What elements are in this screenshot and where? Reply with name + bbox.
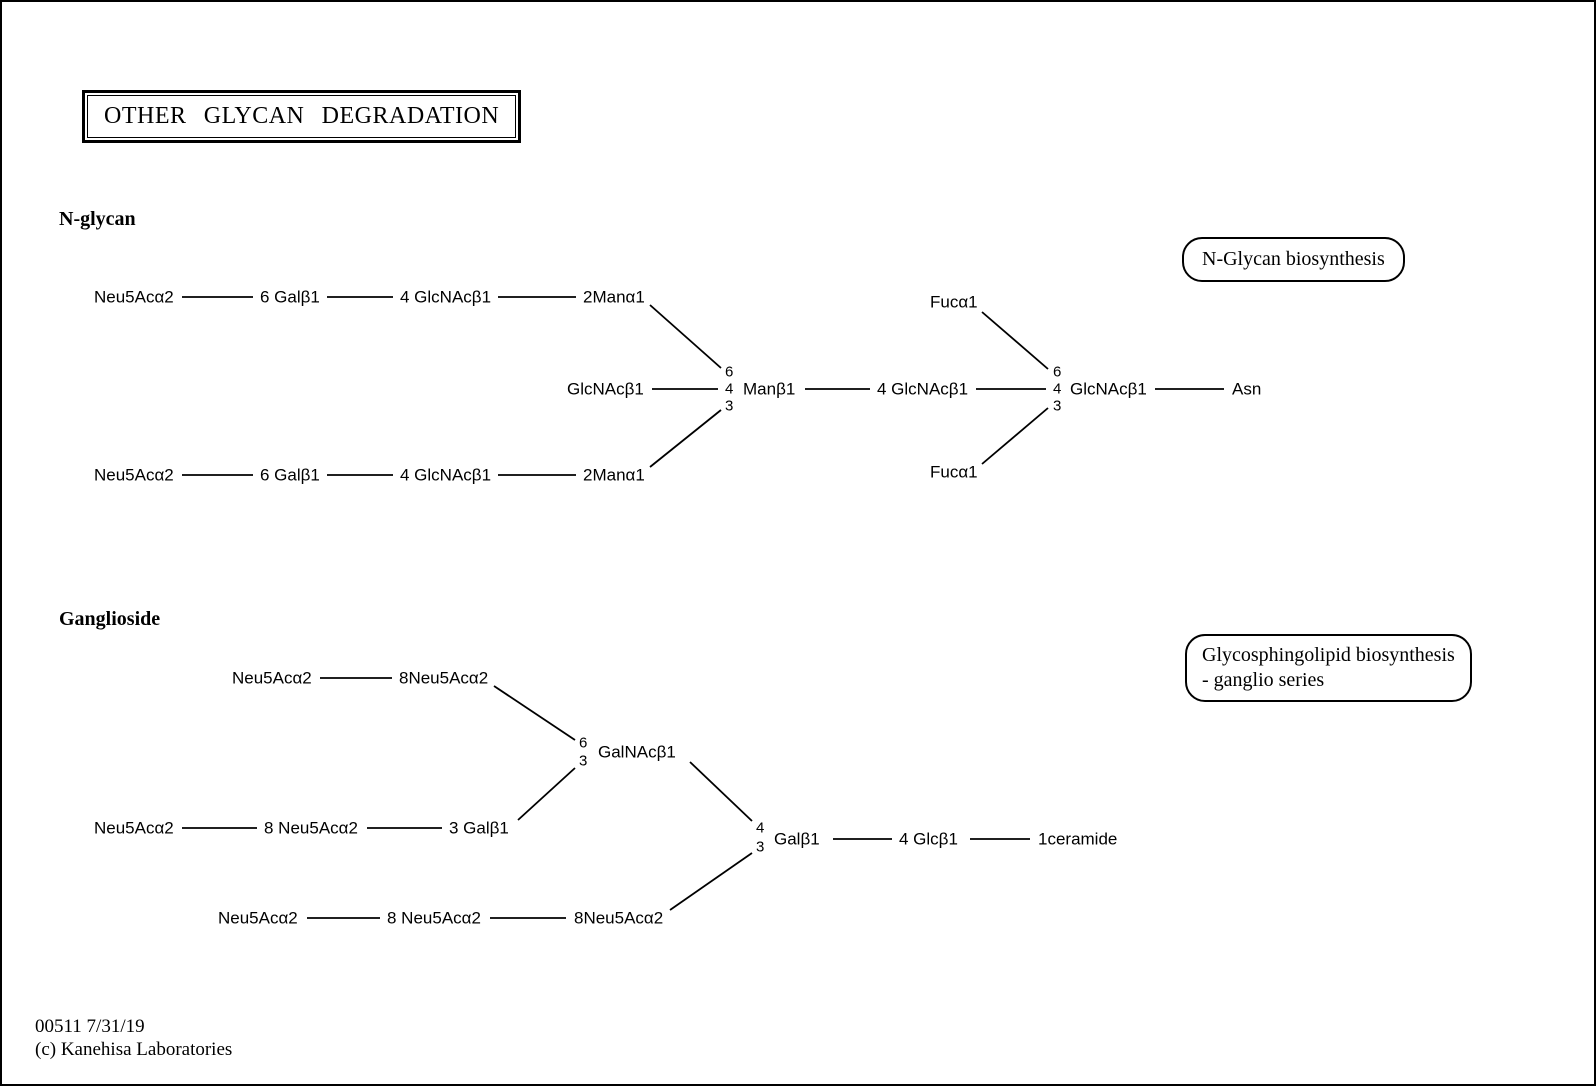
node-man-top: 2Manα1 bbox=[583, 287, 645, 307]
linkage-position-4: 4 bbox=[1053, 380, 1062, 398]
node-g-neu5ac-top-a: Neu5Acα2 bbox=[232, 668, 312, 688]
linkage-position-4: 4 bbox=[725, 380, 734, 398]
node-gal-bottom: 6 Galβ1 bbox=[260, 465, 320, 485]
node-glcnac-reducing: GlcNAcβ1 bbox=[1070, 379, 1147, 399]
node-glcnac-bottom: 4 GlcNAcβ1 bbox=[400, 465, 492, 485]
node-g-galnac: GalNAcβ1 bbox=[598, 742, 676, 762]
pathway-link-line-2: - ganglio series bbox=[1202, 669, 1325, 691]
linkage-position-3: 3 bbox=[579, 752, 588, 770]
node-g-neu5ac-bot-c: 8Neu5Acα2 bbox=[574, 908, 664, 928]
copyright: (c) Kanehisa Laboratories bbox=[35, 1039, 233, 1060]
node-g-glc: 4 Glcβ1 bbox=[899, 829, 958, 849]
node-asn: Asn bbox=[1232, 379, 1262, 399]
bond-line bbox=[981, 407, 1049, 465]
node-glcnac-mid: 4 GlcNAcβ1 bbox=[877, 379, 969, 399]
node-g-neu5ac-bot-b: 8 Neu5Acα2 bbox=[387, 908, 481, 928]
bond-line bbox=[649, 304, 722, 369]
linkage-position-3: 3 bbox=[1053, 397, 1062, 415]
linkage-position-4: 4 bbox=[756, 819, 765, 837]
node-fucose-bottom: Fucα1 bbox=[930, 462, 978, 482]
section-heading-ganglioside: Ganglioside bbox=[59, 608, 161, 630]
bond-line bbox=[493, 685, 576, 741]
node-g-gal-core: Galβ1 bbox=[774, 829, 820, 849]
node-g-neu5ac-mid-b: 8 Neu5Acα2 bbox=[264, 818, 358, 838]
node-bisecting-glcnac: GlcNAcβ1 bbox=[567, 379, 644, 399]
bond-line bbox=[669, 852, 753, 911]
pathway-title: OTHER GLYCAN DEGRADATION bbox=[87, 95, 517, 138]
node-neu5ac-top: Neu5Acα2 bbox=[94, 287, 174, 307]
node-man-bottom: 2Manα1 bbox=[583, 465, 645, 485]
linkage-position-6: 6 bbox=[579, 734, 588, 752]
linkage-position-6: 6 bbox=[725, 363, 734, 381]
node-fucose-top: Fucα1 bbox=[930, 292, 978, 312]
pathway-link-glycosphingolipid-biosynthesis[interactable]: Glycosphingolipid biosynthesis - ganglio… bbox=[1185, 634, 1472, 702]
pathway-title-box: OTHER GLYCAN DEGRADATION bbox=[82, 90, 522, 143]
node-g-gal-mid: 3 Galβ1 bbox=[449, 818, 509, 838]
node-neu5ac-bottom: Neu5Acα2 bbox=[94, 465, 174, 485]
linkage-position-3: 3 bbox=[725, 397, 734, 415]
bond-line bbox=[649, 409, 722, 468]
node-g-neu5ac-bot-a: Neu5Acα2 bbox=[218, 908, 298, 928]
linkage-position-3: 3 bbox=[756, 838, 765, 856]
linkage-position-6: 6 bbox=[1053, 363, 1062, 381]
pathway-link-line-1: Glycosphingolipid biosynthesis bbox=[1202, 644, 1455, 666]
bond-line bbox=[689, 761, 753, 822]
node-glcnac-top: 4 GlcNAcβ1 bbox=[400, 287, 492, 307]
pathway-link-n-glycan-biosynthesis[interactable]: N-Glycan biosynthesis bbox=[1182, 237, 1405, 282]
bond-line bbox=[981, 311, 1049, 370]
node-g-neu5ac-mid-a: Neu5Acα2 bbox=[94, 818, 174, 838]
bond-line bbox=[517, 767, 576, 821]
node-g-ceramide: 1ceramide bbox=[1038, 829, 1118, 849]
node-g-neu5ac-top-b: 8Neu5Acα2 bbox=[399, 668, 489, 688]
node-man-core: Manβ1 bbox=[743, 379, 796, 399]
node-gal-top: 6 Galβ1 bbox=[260, 287, 320, 307]
section-heading-n-glycan: N-glycan bbox=[59, 208, 136, 230]
map-number-date: 00511 7/31/19 bbox=[35, 1016, 145, 1037]
